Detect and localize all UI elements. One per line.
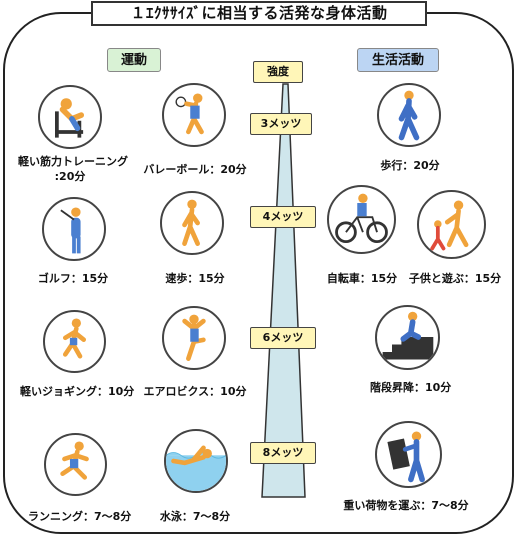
- label-light-strength-training-time: :20分: [54, 170, 86, 183]
- category-life-activity: 生活活動: [357, 48, 439, 72]
- swimming-icon: [164, 429, 228, 493]
- weight-machine-icon: [38, 85, 102, 149]
- label-swimming: 水泳：7～8分: [159, 510, 231, 523]
- label-walking: 歩行：20分: [380, 159, 440, 172]
- label-light-strength-training: 軽い筋力トレーニング: [18, 155, 128, 168]
- intensity-header: 強度: [253, 61, 303, 83]
- play-with-child-icon: [417, 190, 486, 259]
- golf-icon: [42, 197, 106, 261]
- label-stairs: 階段昇降：10分: [370, 381, 452, 394]
- label-golf: ゴルフ：15分: [37, 272, 109, 285]
- intensity-level-4mets: 4メッツ: [250, 206, 316, 228]
- bicycle-icon: [327, 185, 396, 254]
- intensity-level-8mets: 8メッツ: [250, 442, 316, 464]
- jogging-icon: [43, 310, 106, 373]
- label-brisk-walk: 速歩：15分: [165, 272, 225, 285]
- label-aerobics: エアロビクス：10分: [143, 385, 247, 398]
- diagram-title: １ｴｸｻｻｲｽﾞに相当する活発な身体活動: [91, 1, 427, 26]
- intensity-level-6mets: 6メッツ: [250, 327, 316, 349]
- volleyball-icon: [162, 83, 226, 147]
- intensity-level-3mets: 3メッツ: [250, 113, 312, 135]
- brisk-walk-icon: [160, 191, 224, 255]
- carry-load-icon: [375, 421, 442, 488]
- aerobics-icon: [162, 306, 226, 370]
- label-running: ランニング：7～8分: [28, 510, 132, 523]
- label-volleyball: バレーボール：20分: [143, 163, 247, 176]
- category-exercise: 運動: [107, 48, 161, 72]
- label-bicycle: 自転車：15分: [326, 272, 398, 285]
- stairs-icon: [375, 305, 440, 370]
- label-light-jogging: 軽いジョギング：10分: [20, 385, 135, 398]
- label-play-with-child: 子供と遊ぶ：15分: [408, 272, 502, 285]
- walking-icon: [377, 83, 441, 147]
- running-icon: [44, 433, 107, 496]
- label-carry-heavy-load: 重い荷物を運ぶ：7～8分: [343, 499, 469, 512]
